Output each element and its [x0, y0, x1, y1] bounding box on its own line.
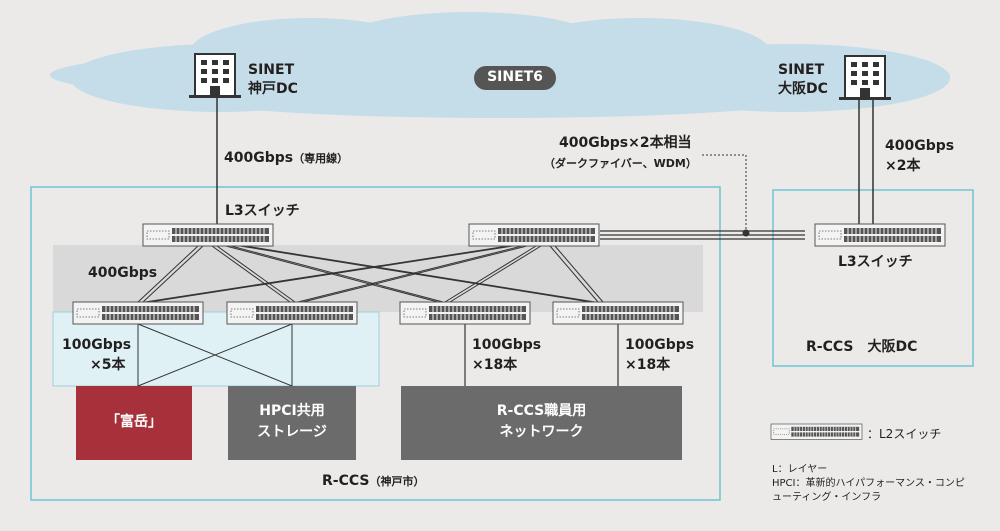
- kobe-dc-label-2: 神戸DC: [248, 81, 298, 97]
- osaka-l3-switch: [814, 223, 946, 247]
- l2-switch-1: [72, 301, 204, 325]
- hpci-label-2: ストレージ: [257, 424, 327, 440]
- sinet6-pill: [474, 66, 556, 90]
- legend-switch-icon: [770, 423, 863, 440]
- fugaku-box: [76, 386, 192, 460]
- legend-note-2: HPCI：革新的ハイパフォーマンス・コンピ: [772, 478, 965, 489]
- osaka-uplink-label-1: 400Gbps: [885, 138, 955, 154]
- staff-links-a-label-1: 100Gbps: [472, 337, 542, 353]
- storage-links-label-1: 100Gbps: [62, 337, 132, 353]
- staff-network-box: [401, 386, 682, 460]
- staff-links-a-label-2: ×18本: [472, 357, 518, 373]
- storage-links-label-2: ×5本: [90, 357, 126, 373]
- osaka-l3-label: L3スイッチ: [838, 254, 913, 270]
- l2-switch-3: [399, 301, 531, 325]
- kobe-l3-label: L3スイッチ: [225, 203, 300, 219]
- legend-switch-label: ：L2スイッチ: [867, 427, 942, 441]
- kobe-dc-building-icon: [188, 53, 242, 99]
- osaka-dc-label-1: SINET: [778, 62, 825, 78]
- osaka-dc-building-icon: [838, 55, 892, 101]
- kobe-site-name: R-CCS（神戸市）: [322, 473, 425, 489]
- staff-network-label-1: R-CCS職員用: [496, 403, 587, 419]
- kobe-l3-switch-2: [468, 223, 600, 247]
- osaka-uplink-label-2: ×2本: [885, 158, 921, 174]
- kobe-l3-switch-1: [142, 223, 274, 247]
- legend-note-1: L：レイヤー: [772, 464, 828, 475]
- cloud-label: SINET6: [487, 69, 543, 85]
- wan-link-lines: [600, 230, 805, 240]
- kobe-uplink-label: 400Gbps（専用線）: [224, 150, 349, 166]
- kobe-site-box: [30, 186, 721, 501]
- staff-links-b-label-2: ×18本: [625, 357, 671, 373]
- hpci-label-1: HPCI共用: [259, 403, 325, 419]
- legend-note-3: ューティング・インフラ: [772, 492, 882, 503]
- l2-switch-2: [226, 301, 358, 325]
- l2-switch-4: [552, 301, 684, 325]
- staff-network-label-2: ネットワーク: [499, 424, 584, 440]
- kobe-dc-label-1: SINET: [248, 62, 295, 78]
- wan-leader-line: [702, 154, 747, 233]
- fugaku-label: 「富岳」: [106, 414, 162, 430]
- core-band: [53, 245, 703, 312]
- osaka-site-name: R-CCS 大阪DC: [806, 339, 918, 355]
- core-mesh-label: 400Gbps: [88, 265, 158, 281]
- hpci-storage-box: [228, 386, 356, 460]
- storage-cross-links: [137, 323, 293, 387]
- osaka-dc-label-2: 大阪DC: [778, 81, 828, 97]
- wan-label-2: （ダークファイバー、WDM）: [544, 157, 697, 170]
- core-mesh-links: [137, 245, 604, 303]
- staff-links-b-label-1: 100Gbps: [625, 337, 695, 353]
- wan-label-1: 400Gbps×2本相当: [559, 135, 692, 151]
